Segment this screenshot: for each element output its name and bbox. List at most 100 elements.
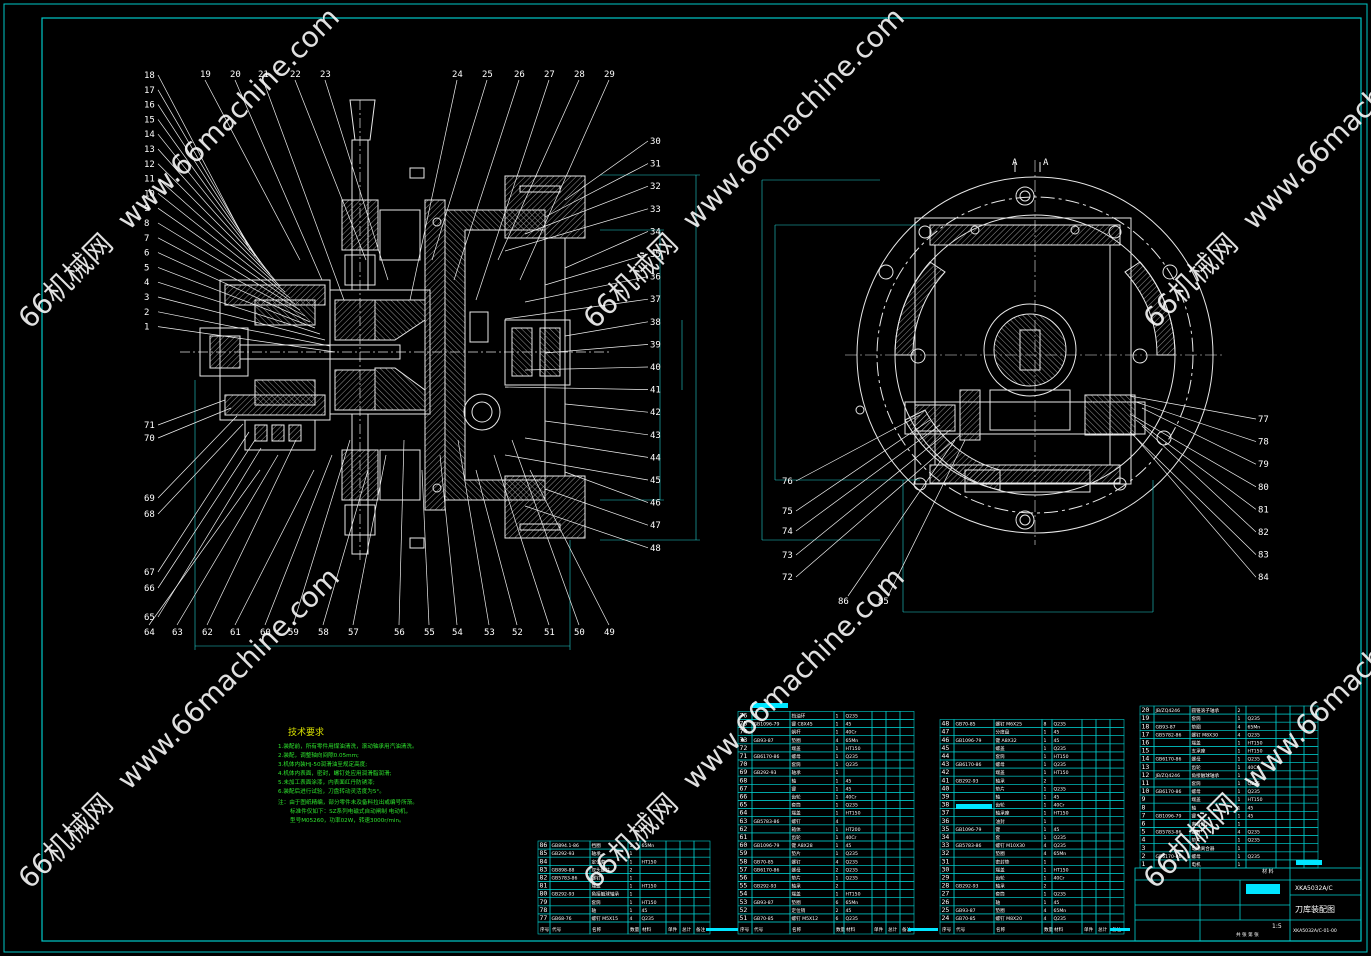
bom_right-qty: 1 [1238,846,1241,852]
bom_right-name: 圆锥滚子轴承 [1192,707,1220,714]
bom_middle_b-name: 键 [996,826,1001,833]
bom_left-material: 65Mn [642,843,655,849]
bom_middle_a-no: 51 [740,914,748,922]
callout-52: 52 [512,628,523,638]
bom_right-no: 19 [1142,714,1150,722]
callout-84: 84 [1258,573,1269,583]
leader-14 [157,133,271,275]
callout-80: 80 [1258,483,1269,493]
leader-80 [1129,413,1257,488]
callout-72: 72 [782,573,793,583]
callout-76: 76 [782,477,793,487]
bom_left-code: GB292-93 [552,892,575,898]
bom_middle_a-qty: 1 [836,827,839,833]
callout-16: 16 [144,101,155,111]
bom_middle_b-name: 轴 [996,794,1001,801]
bom_middle_b-no: 38 [942,801,950,809]
callout-79: 79 [1258,460,1269,470]
bom-header-c-4: 材料 [1054,926,1064,933]
bom_middle_b-no: 34 [942,833,950,841]
bom_middle_a-qty: 2 [836,884,839,890]
callout-13: 13 [144,145,155,155]
bom-header-c-5: 单件 [1084,926,1094,933]
title-block-scale: 1:5 [1272,923,1282,930]
callout-47: 47 [650,521,661,531]
bom_right-qty: 1 [1238,805,1241,811]
bom_middle_a-code: GB70-85 [754,859,774,865]
bom_middle_b-name: 齿轮 [996,802,1006,809]
bom-header-1: 代号 [552,926,562,933]
bom_right-code: GB6170-86 [1156,854,1182,860]
bom_middle_b-name: 螺盖 [996,745,1006,752]
callout-26: 26 [514,70,525,80]
bom_right-name: 角接触球轴承 [1192,772,1220,779]
bom_middle_b-no: 44 [942,752,950,760]
bom_middle_a-material: 65Mn [846,738,859,744]
bom_middle_b-qty: 1 [1044,867,1047,873]
callout-81: 81 [1258,505,1269,515]
bom_right-qty: 4 [1238,732,1241,738]
bom_right-no: 20 [1142,706,1150,714]
bom_middle_b-name: 端盖 [996,769,1006,776]
bom_middle_b-material: HT150 [1054,867,1069,873]
leader-44 [524,437,649,458]
callout-83: 83 [1258,551,1269,561]
bom_middle_a-no: 59 [740,849,748,857]
bom_right-qty: 4 [1238,724,1241,730]
leader-9 [157,207,296,305]
bom_middle_b-material: HT150 [1054,770,1069,776]
bom_right-name: 螺钉 M8X30 [1192,731,1219,738]
callout-50: 50 [574,628,585,638]
leader-30 [564,140,649,201]
bom_middle_b-material: Q235 [1054,722,1066,728]
bom_middle_b-code: GB6170-86 [956,762,982,768]
bom_middle_a-qty: 1 [836,778,839,784]
bom_middle_a-code: GB6170-86 [754,754,780,760]
bom_middle_b-material: 45 [1054,795,1060,801]
bom_right-material: HT150 [1248,741,1263,747]
callout-34: 34 [650,227,661,237]
bom_right-material: Q235 [1248,789,1260,795]
bom_middle_a-no: 73 [740,736,748,744]
leader-48 [524,505,649,549]
leader-77 [1129,395,1257,420]
bom_middle_b-no: 30 [942,865,950,873]
bom_middle_a-material: HT150 [846,746,861,752]
leader-60 [264,454,333,626]
bom_middle_b-name: 分度盘 [996,729,1010,736]
bom_middle_b-no: 28 [942,882,950,890]
leader-31 [544,163,649,218]
bom_middle_a-name: 套筒 [792,802,802,809]
bom_middle_a-name: 端盖 [792,810,802,817]
callout-55: 55 [424,628,435,638]
bom_middle_a-code: GB5783-86 [754,819,780,825]
bom_left-name: 轴 [592,907,597,914]
leader-73 [795,429,951,556]
bom_right-no: 9 [1142,795,1146,803]
bom_middle_a-qty: 6 [836,916,839,922]
bom_middle_b-name: 螺母 [996,761,1006,768]
bom_right-name: 离合器 [1192,821,1206,828]
bom_middle_a-no: 55 [740,882,748,890]
bom_middle_b-qty: 1 [1044,819,1047,825]
bom_middle_a-qty: 1 [836,892,839,898]
leader-70 [157,407,232,439]
bom_middle_b-no: 27 [942,890,950,898]
bom_right-qty: 1 [1238,773,1241,779]
leader-84 [1135,437,1257,578]
bom_middle_a-no: 72 [740,744,748,752]
bom_middle_b-material: 40Cr [1054,876,1065,882]
leader-83 [1129,431,1257,555]
bom_middle_a-name: 轴 [792,777,797,784]
bom_middle_a-qty: 1 [836,746,839,752]
bom_right-code: JB/ZQ4246 [1155,708,1181,714]
leader-21 [262,79,345,301]
bom_right-name: 端盖 [1192,740,1202,747]
leader-72 [795,434,961,578]
bom-header-c-2: 名称 [996,926,1006,933]
bom_middle_b-name: 端盖 [996,866,1006,873]
bom_right-material: Q235 [1248,716,1260,722]
leader-11 [157,178,286,293]
bom_middle_a-no: 71 [740,752,748,760]
bom_middle_a-material: Q235 [846,803,858,809]
